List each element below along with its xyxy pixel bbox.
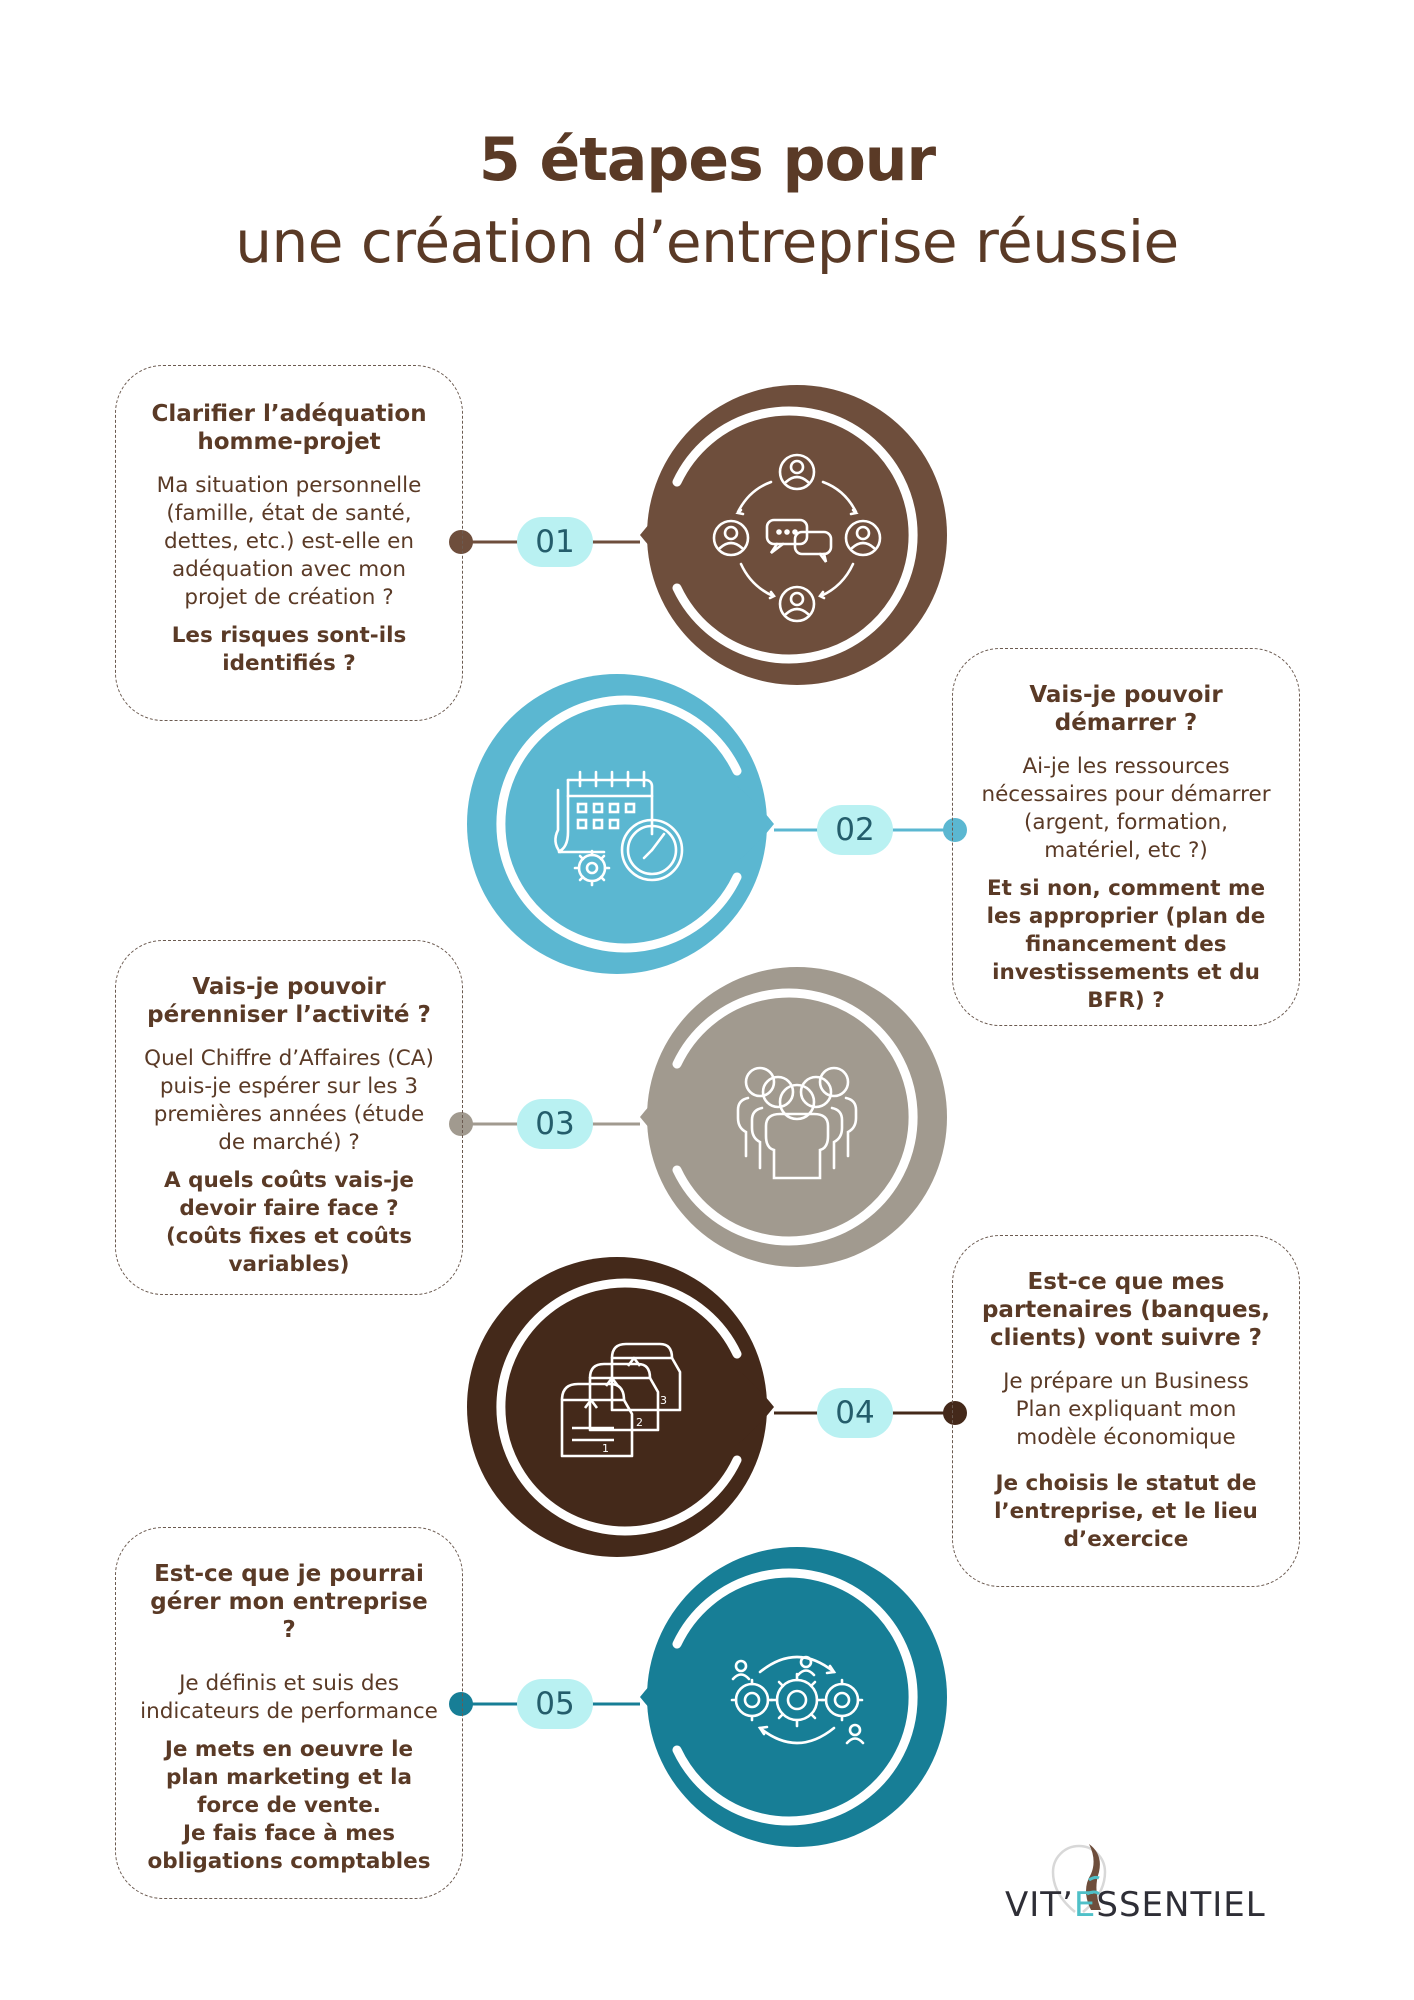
step-3-title: Vais-je pouvoir pérenniser l’activité ?	[147, 974, 431, 1028]
step-1-card: Clarifier l’adéquation homme-projet Ma s…	[115, 365, 463, 721]
step-5-circle	[647, 1547, 947, 1847]
svg-text:1: 1	[602, 1442, 609, 1455]
step-2-pointer	[734, 784, 774, 864]
step-5-title: Est-ce que je pourrai gérer mon entrepri…	[150, 1561, 428, 1643]
step-5-number: 05	[517, 1679, 593, 1729]
step-1-number: 01	[517, 517, 593, 567]
page-subtitle: une création d’entreprise réussie	[235, 208, 1179, 276]
step-3-pointer	[640, 1077, 680, 1157]
people-conversation-icon	[712, 453, 882, 623]
brand-suffix: SSENTIEL	[1096, 1885, 1266, 1925]
step-5-pointer	[640, 1657, 680, 1737]
step-4-bold: Je choisis le statut de l’entreprise, et…	[994, 1471, 1258, 1552]
step-5-bold: Je mets en oeuvre le plan marketing et l…	[164, 1737, 414, 1818]
step-2-number: 02	[817, 805, 893, 855]
step-3-dot	[449, 1112, 473, 1136]
step-4-body: Je prépare un Business Plan expliquant m…	[1003, 1369, 1249, 1450]
page-title: 5 étapes pour	[478, 125, 936, 195]
lightbulb-logo-icon	[1051, 1844, 1107, 1913]
step-1-bold: Les risques sont-ils identifiés ?	[171, 623, 407, 676]
step-1-ring	[672, 406, 918, 664]
step-1-body: Ma situation personnelle (famille, état …	[156, 473, 422, 610]
step-1-graphic	[449, 385, 947, 685]
brand-accent: E	[1073, 1885, 1097, 1925]
step-3-bold: A quels coûts vais-je devoir faire face …	[163, 1168, 414, 1277]
step-4-title: Est-ce que mes partenaires (banques, cli…	[981, 1269, 1271, 1351]
steps-folders-icon: 1 2 3	[560, 1342, 682, 1458]
brand-logo: VIT’ESSENTIEL	[1005, 1885, 1305, 1925]
step-3-number: 03	[517, 1099, 593, 1149]
step-4-number: 04	[817, 1388, 893, 1438]
step-1-pointer	[640, 495, 680, 575]
step-1-title: Clarifier l’adéquation homme-projet	[151, 401, 427, 455]
step-3-circle	[647, 967, 947, 1267]
step-5-ring	[672, 1568, 918, 1826]
step-5-card: Est-ce que je pourrai gérer mon entrepri…	[115, 1527, 463, 1899]
step-4-pointer	[734, 1367, 774, 1447]
calendar-clock-gear-icon	[554, 770, 684, 887]
step-2-bold: Et si non, comment me les approprier (pl…	[986, 876, 1266, 1013]
step-3-ring	[672, 988, 918, 1246]
step-2-ring	[496, 695, 742, 953]
gears-people-icon	[730, 1655, 865, 1745]
crowd-icon	[736, 1066, 858, 1180]
step-5-bold-2: Je fais face à mes obligations comptable…	[147, 1821, 431, 1874]
step-2-dot	[943, 818, 967, 842]
step-1-dot	[449, 530, 473, 554]
step-4-dot	[943, 1401, 967, 1425]
step-2-card: Vais-je pouvoir démarrer ? Ai-je les res…	[952, 648, 1300, 1026]
step-2-graphic	[467, 674, 967, 974]
svg-text:3: 3	[660, 1394, 667, 1407]
step-4-circle	[467, 1257, 767, 1557]
step-3-card: Vais-je pouvoir pérenniser l’activité ? …	[115, 940, 463, 1295]
svg-text:2: 2	[636, 1416, 643, 1429]
step-4-graphic: 1 2 3	[467, 1257, 967, 1557]
step-3-body: Quel Chiffre d’Affaires (CA) puis-je esp…	[144, 1046, 434, 1155]
step-5-body: Je définis et suis des indicateurs de pe…	[140, 1671, 438, 1724]
step-2-title: Vais-je pouvoir démarrer ?	[1029, 682, 1223, 736]
step-4-card: Est-ce que mes partenaires (banques, cli…	[952, 1235, 1300, 1587]
step-5-graphic	[449, 1547, 947, 1847]
brand-prefix: VIT’	[1005, 1885, 1074, 1925]
step-5-dot	[449, 1692, 473, 1716]
step-2-body: Ai-je les ressources nécessaires pour dé…	[981, 754, 1271, 863]
step-4-ring	[496, 1278, 742, 1536]
